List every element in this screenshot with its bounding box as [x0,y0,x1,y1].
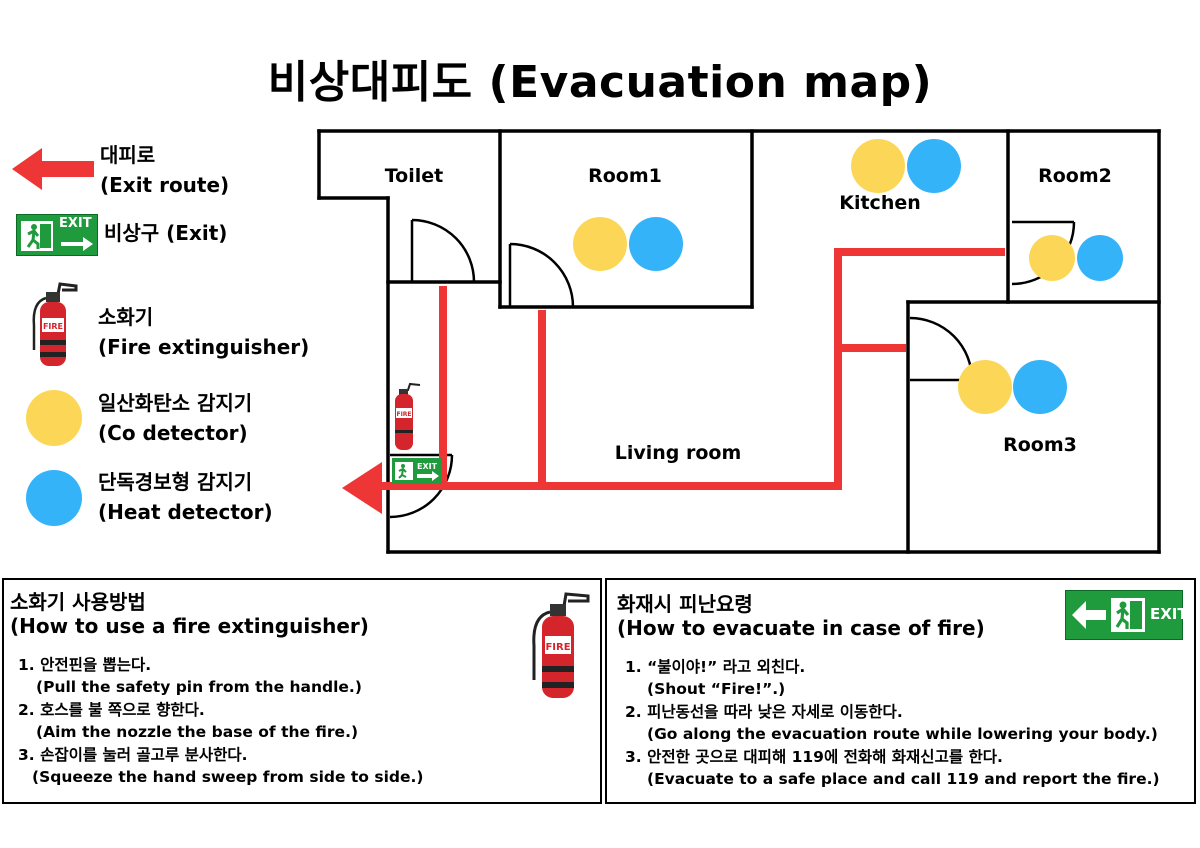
evacuate-panel-title-ko: 화재시 피난요령 [617,592,753,616]
door-room3 [909,316,974,382]
co-detector-kitchen [851,139,905,193]
running-man-icon [21,221,53,251]
extinguisher-step-2-en: (Aim the nozzle the base of the fire.) [36,723,359,741]
room-label-kitchen: Kitchen [839,192,921,214]
legend-fire-extinguisher-icon: FIRE [32,282,78,366]
room-label-living-room: Living room [615,442,742,464]
legend-extinguisher-ko: 소화기 [98,305,154,329]
heat-detector-kitchen [907,139,961,193]
left-arrow-icon [1072,601,1106,629]
legend-co-detector-ko: 일산화탄소 감지기 [98,391,253,415]
legend-co-detector-icon [26,390,82,446]
extinguisher-step-1-ko: 1. 안전핀을 뽑는다. [18,656,152,674]
room-label-toilet: Toilet [385,165,443,187]
heat-detector-room1 [629,217,683,271]
heat-detector-room3 [1013,360,1067,414]
door-room1 [508,242,575,308]
extinguisher-step-3-ko: 3. 손잡이를 눌러 골고루 분사한다. [18,746,248,764]
route-main [380,248,1005,490]
extinguisher-step-2-ko: 2. 호스를 불 쪽으로 향한다. [18,701,205,719]
legend-exit-sign-text: EXIT [59,216,92,231]
map-exit-sign-text: EXIT [417,462,438,471]
exit-route-arrowhead-icon [342,462,382,514]
detectors [573,139,1123,414]
legend-heat-detector-label: 단독경보형 감지기 (Heat detector) [98,467,273,527]
map-fire-extinguisher-icon: FIRE [395,382,421,450]
map-exit-sign-icon: EXIT [392,458,442,484]
evacuate-step-3-en: (Evacuate to a safe place and call 119 a… [647,770,1160,788]
legend-co-detector-en: (Co detector) [98,421,248,445]
legend-exit-route-label: 대피로 (Exit route) [100,140,229,200]
running-man-icon [1111,598,1145,632]
extinguisher-panel-title-ko: 소화기 사용방법 [10,590,146,614]
floor-plan: Toilet Room1 Kitchen Room2 Living room R… [317,129,1161,554]
panel-extinguisher-text: FIRE [545,642,570,653]
co-detector-room1 [573,217,627,271]
extinguisher-step-1-en: (Pull the safety pin from the handle.) [36,678,362,696]
page-title: 비상대피도 (Evacuation map) [267,57,933,108]
evacuate-step-1-ko: 1. “불이야!” 라고 외친다. [625,658,806,676]
evacuation-instructions-panel: 화재시 피난요령 (How to evacuate in case of fir… [605,578,1196,804]
evacuate-step-2-ko: 2. 피난동선을 따라 낮은 자세로 이동한다. [625,703,903,721]
legend-exit-route-en: (Exit route) [100,173,230,197]
room-label-room1: Room1 [588,165,662,187]
exit-route-arrow-icon [12,148,94,190]
legend-heat-detector-en: (Heat detector) [98,500,273,524]
panel-exit-sign-icon: EXIT [1065,590,1188,640]
evacuate-step-3-ko: 3. 안전한 곳으로 대피해 119에 전화해 화재신고를 한다. [625,748,1003,766]
extinguisher-step-3-en: (Squeeze the hand sweep from side to sid… [32,768,424,786]
room-label-room3: Room3 [1003,434,1077,456]
right-arrow-icon [61,237,93,251]
extinguisher-instructions-panel: 소화기 사용방법 (How to use a fire extinguisher… [2,578,602,804]
panel-fire-extinguisher-icon: FIRE [532,592,590,698]
legend-extinguisher-en: (Fire extinguisher) [98,335,310,359]
legend-co-detector-label: 일산화탄소 감지기 (Co detector) [98,388,252,448]
heat-detector-room2 [1077,235,1123,281]
evacuate-step-1-en: (Shout “Fire!”.) [647,680,786,698]
door-toilet [410,218,476,283]
legend-exit-route-ko: 대피로 [100,143,156,167]
legend-heat-detector-ko: 단독경보형 감지기 [98,470,253,494]
co-detector-room3 [958,360,1012,414]
evacuation-route [380,248,1005,490]
legend-heat-detector-icon [26,470,82,526]
legend-exit-label: 비상구 (Exit) [104,221,228,245]
extinguisher-panel-title-en: (How to use a fire extinguisher) [10,614,369,638]
room-label-room2: Room2 [1038,165,1112,187]
evacuate-step-2-en: (Go along the evacuation route while low… [647,725,1158,743]
panel-exit-sign-text: EXIT [1150,605,1188,623]
legend-extinguisher-label: 소화기 (Fire extinguisher) [98,302,309,362]
co-detector-room2 [1029,235,1075,281]
map-extinguisher-text: FIRE [396,411,411,418]
legend-exit-sign-icon: EXIT [16,214,98,256]
evacuate-panel-title-en: (How to evacuate in case of fire) [617,616,985,640]
legend-extinguisher-text: FIRE [43,322,63,331]
